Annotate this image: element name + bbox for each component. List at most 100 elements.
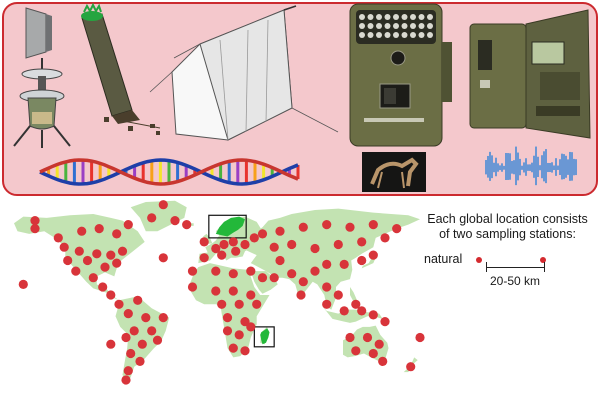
site-dot-52 <box>187 282 198 292</box>
site-dot-57 <box>269 273 279 283</box>
site-dot-94 <box>351 299 361 309</box>
site-dot-36 <box>123 366 133 376</box>
camera-led <box>384 14 391 20</box>
camera-led <box>359 32 365 38</box>
methods-panel <box>2 2 598 196</box>
site-dot-97 <box>345 332 355 343</box>
site-dot-93 <box>339 306 349 316</box>
site-dot-37 <box>121 375 131 385</box>
site-dot-24 <box>114 299 124 309</box>
site-dot-56 <box>257 273 268 283</box>
site-dot-4 <box>112 229 122 239</box>
site-dot-60 <box>252 299 262 309</box>
site-dot-21 <box>170 216 180 226</box>
site-dot-40 <box>211 243 221 254</box>
site-dot-80 <box>380 233 390 243</box>
camera-led <box>359 23 365 29</box>
soil-corer-icon <box>81 2 161 135</box>
site-dot-82 <box>287 269 297 279</box>
scandinavia-box <box>208 214 247 239</box>
site-dot-72 <box>345 222 355 232</box>
camera-led <box>401 32 408 38</box>
site-dot-69 <box>275 226 285 236</box>
site-dot-20 <box>18 279 28 289</box>
site-dot-44 <box>231 246 241 256</box>
audio-waveform-icon <box>485 146 577 186</box>
site-dot-32 <box>137 339 147 349</box>
site-dot-55 <box>246 290 256 300</box>
site-dot-73 <box>368 220 378 230</box>
sampling-sites <box>18 200 425 385</box>
site-dot-86 <box>339 259 349 269</box>
dna-helix-icon <box>39 158 300 186</box>
site-dot-5 <box>123 220 133 230</box>
site-dot-79 <box>357 237 367 247</box>
site-dot-35 <box>135 356 145 366</box>
legend-distance-label: 20-50 km <box>489 274 541 288</box>
site-dot-90 <box>322 282 332 292</box>
camera-led <box>367 14 374 20</box>
site-dot-50 <box>228 269 238 279</box>
land-philippines <box>350 287 357 302</box>
legend-tick-right <box>544 262 545 272</box>
site-dot-65 <box>246 322 256 332</box>
legend-distance-line <box>486 267 544 268</box>
site-dot-15 <box>112 258 122 268</box>
site-dot-43 <box>240 239 250 250</box>
site-dot-107 <box>158 253 168 263</box>
camera-led <box>376 23 382 29</box>
land-north-america <box>14 214 145 301</box>
camera-led <box>367 23 374 29</box>
land-indonesia <box>320 304 383 323</box>
camera-led <box>367 32 374 38</box>
camera-led <box>427 14 433 20</box>
site-dot-85 <box>322 259 332 269</box>
site-dot-39 <box>199 237 209 247</box>
site-dot-99 <box>374 339 384 349</box>
camera-led <box>384 23 391 29</box>
camera-led <box>427 32 433 38</box>
site-dot-23 <box>158 200 168 210</box>
site-dot-6 <box>30 216 40 226</box>
camera-led <box>401 14 408 20</box>
site-dot-103 <box>406 362 416 372</box>
highlight-madagascar <box>260 328 270 345</box>
site-dot-98 <box>362 332 373 343</box>
site-dot-25 <box>133 295 143 305</box>
camera-led <box>427 23 433 29</box>
site-dot-47 <box>217 250 227 260</box>
site-dot-42 <box>228 237 238 247</box>
camera-led <box>401 23 408 29</box>
site-dot-29 <box>129 326 139 336</box>
site-dot-104 <box>415 332 425 343</box>
camera-led <box>418 32 425 38</box>
legend-title-line2: of two sampling stations: <box>439 227 576 241</box>
site-dot-9 <box>92 249 102 259</box>
camera-led <box>410 14 416 20</box>
legend: Each global location consists of two sam… <box>420 212 595 302</box>
site-dot-33 <box>152 335 163 345</box>
site-dot-54 <box>228 286 238 296</box>
site-dot-91 <box>333 290 343 300</box>
site-dot-87 <box>357 255 367 266</box>
site-dot-63 <box>222 326 233 336</box>
site-dot-68 <box>257 229 268 239</box>
camera-led <box>376 14 382 20</box>
site-dot-2 <box>77 226 87 236</box>
site-dot-16 <box>71 266 81 276</box>
camera-led <box>393 23 399 29</box>
site-dot-66 <box>228 343 238 353</box>
site-dot-11 <box>117 246 128 256</box>
site-dot-27 <box>141 313 151 323</box>
site-dot-71 <box>322 220 332 230</box>
site-dot-3 <box>94 224 104 234</box>
site-dot-105 <box>357 306 367 316</box>
site-dot-26 <box>123 309 133 319</box>
camera-led <box>418 14 425 20</box>
site-dot-70 <box>298 222 308 232</box>
land-greenland <box>130 200 187 232</box>
insect-light-trap-icon <box>13 7 71 148</box>
site-dot-19 <box>106 290 116 300</box>
land-africa <box>190 263 270 358</box>
site-dot-53 <box>211 286 221 296</box>
